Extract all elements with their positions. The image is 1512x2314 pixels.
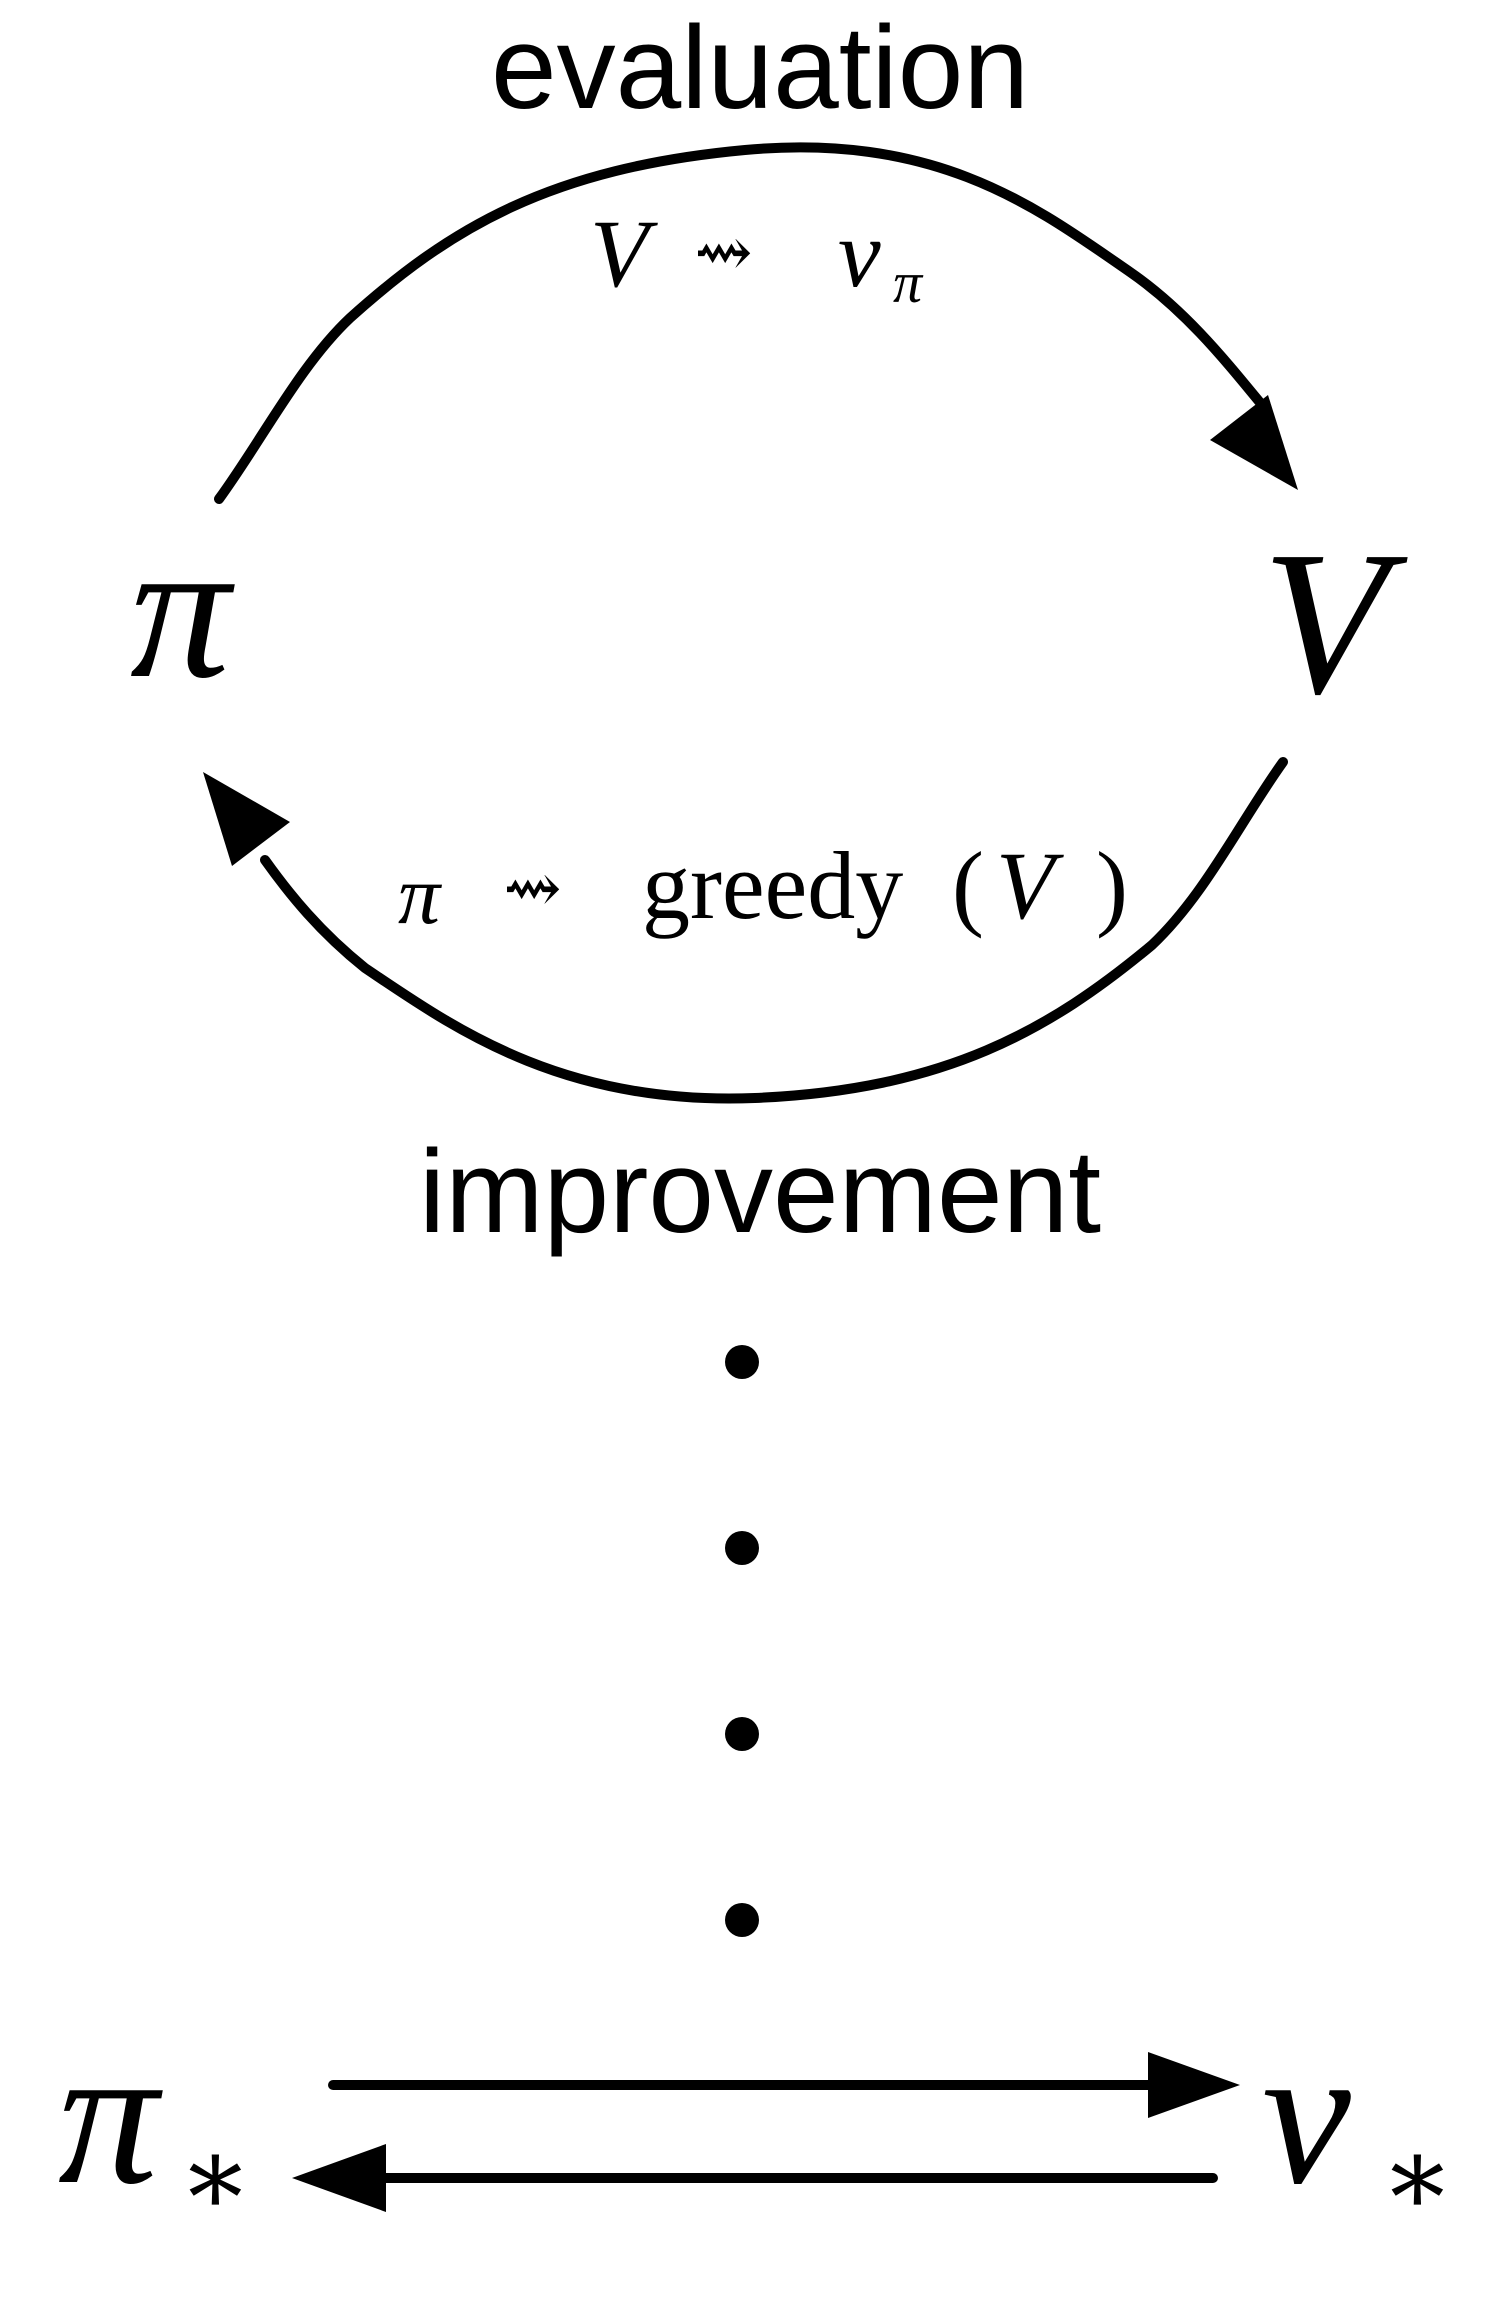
improvement-formula-argument: V xyxy=(996,832,1064,939)
evaluation-label: evaluation xyxy=(491,2,1029,134)
improvement-label: improvement xyxy=(419,1126,1101,1258)
evaluation-formula: V ⇝ v π xyxy=(590,200,924,315)
ellipsis-dot xyxy=(725,1531,759,1565)
optimal-policy-subscript: ∗ xyxy=(178,2116,253,2238)
backward-arrowhead xyxy=(292,2144,386,2212)
evaluation-formula-subscript: π xyxy=(893,250,924,315)
evaluation-formula-lhs: V xyxy=(590,200,658,307)
improvement-arrow xyxy=(260,757,1288,1104)
vertical-ellipsis xyxy=(725,1345,759,1937)
optimal-policy-symbol: π xyxy=(58,2005,163,2226)
evaluation-arrowhead xyxy=(1210,395,1298,490)
optimal-value-subscript: ∗ xyxy=(1380,2116,1455,2238)
ellipsis-dot xyxy=(725,1717,759,1751)
improvement-arrowhead xyxy=(203,772,290,866)
improvement-formula-function: greedy xyxy=(642,832,903,939)
evaluation-formula-arrow: ⇝ xyxy=(694,215,753,292)
improvement-formula-lhs: π xyxy=(398,849,443,942)
improvement-formula-close-paren: ) xyxy=(1096,832,1128,939)
policy-symbol: π xyxy=(130,499,235,720)
improvement-formula: π ⇝ greedy ( V ) xyxy=(398,832,1128,942)
ellipsis-dot xyxy=(725,1903,759,1937)
optimal-value-symbol: v xyxy=(1262,2005,1351,2226)
improvement-formula-arrow: ⇝ xyxy=(503,851,562,928)
evaluation-arrow xyxy=(214,142,1267,504)
evaluation-formula-rhs: v xyxy=(838,200,881,307)
value-symbol: V xyxy=(1262,508,1408,737)
forward-arrowhead xyxy=(1148,2052,1240,2118)
ellipsis-dot xyxy=(725,1345,759,1379)
improvement-formula-open-paren: ( xyxy=(952,832,984,939)
